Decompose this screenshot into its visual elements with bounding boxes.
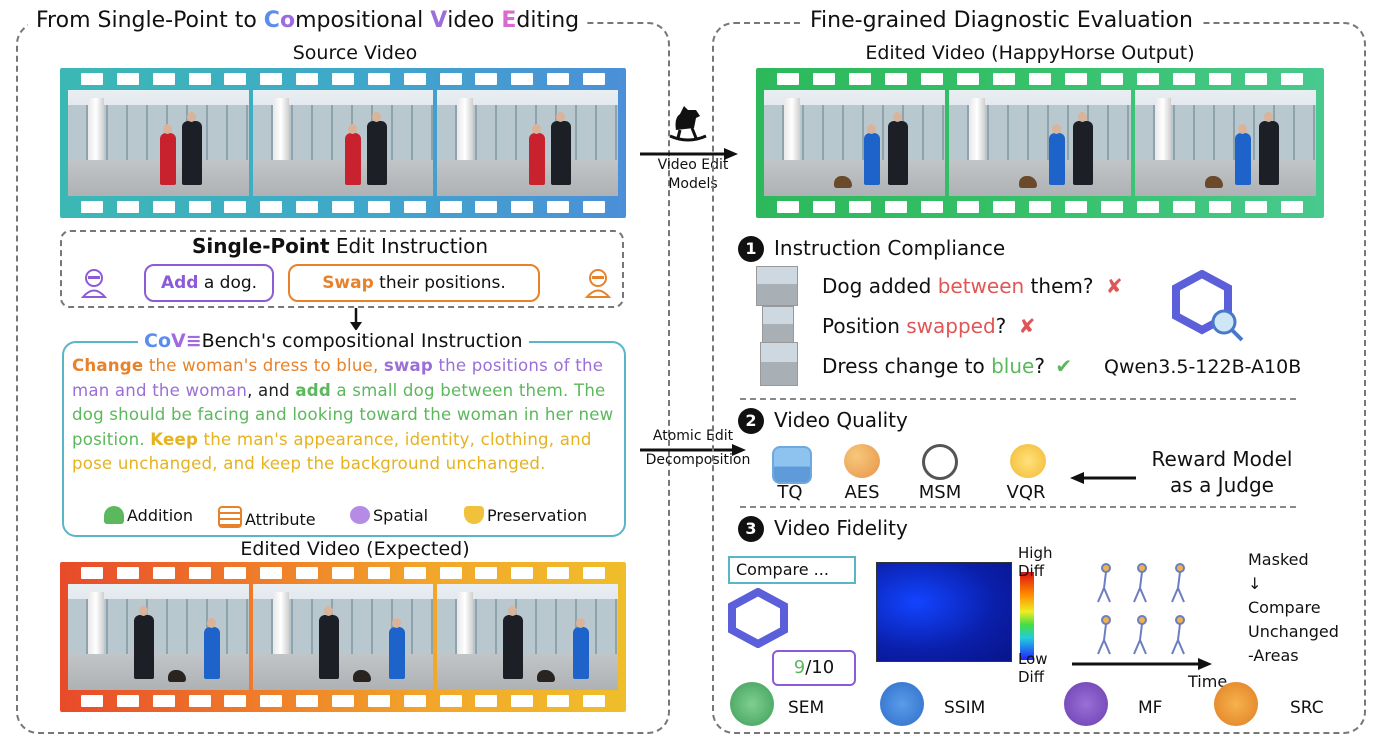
swap-positions-bubble: Swap their positions. [288,264,540,302]
covebench-logo: Co [144,330,171,352]
video-quality-title: Video Quality [774,408,908,432]
edited-video-label: Edited Video (HappyHorse Output) [865,42,1195,64]
question-thumbnail [762,306,794,346]
metric-msm: MSM [918,482,962,503]
user-avatar-icon [584,268,612,302]
time-arrow [1072,656,1214,675]
expected-video-label: Edited Video (Expected) [240,538,470,560]
cross-icon: ✘ [1105,274,1123,298]
palette-icon [844,444,880,478]
decomposition-label-bottom: Decomposition [645,452,751,468]
question-thumbnail [760,342,798,386]
brain-icon [730,682,774,726]
metric-tq: TQ [777,482,803,503]
expected-video-filmstrip [60,562,626,712]
section-3-badge: 3 [738,516,764,542]
question-dog-between: Dog added between them? ✘ [822,274,1123,298]
judge-arrow [1070,470,1136,489]
cross-icon: ✘ [1018,314,1036,338]
attribute-icon [218,506,242,528]
metric-src: SRC [1290,698,1324,718]
metric-sem: SEM [788,698,825,718]
award-badge-icon [1010,444,1046,478]
check-icon: ✔ [1055,354,1073,378]
instruction-compliance-title: Instruction Compliance [774,236,1006,260]
question-position-swapped: Position swapped? ✘ [822,314,1036,338]
right-panel-title: Fine-grained Diagnostic Evaluation [802,8,1201,34]
source-frame [437,90,619,196]
section-1-badge: 1 [738,236,764,262]
masked-compare-note: Masked ↓ Compare Unchanged -Areas [1248,550,1339,665]
section-2-badge: 2 [738,408,764,434]
down-arrow-icon [349,308,363,336]
addition-icon [104,506,124,524]
qwen-logo-icon [1172,269,1246,346]
edit-models-label: Video Edit Models [657,157,729,192]
time-label: Time [1188,672,1228,691]
compositional-instruction-text: Change the woman's dress to blue, swap t… [72,356,614,473]
metric-ssim: SSIM [944,698,986,718]
section-divider [740,506,1296,508]
decomposition-arrow [640,442,748,461]
metric-vqr: VQR [1006,482,1046,503]
shield-icon [1214,682,1258,726]
expected-frame [68,584,249,690]
legend-spatial: Spatial [350,506,428,525]
source-video-label: Source Video [292,42,418,64]
output-video-filmstrip [756,68,1324,218]
compare-box: Compare ... [728,556,856,584]
single-point-instruction-box [60,230,624,308]
reward-model-label: Reward Model as a Judge [1151,447,1293,497]
running-person-icon [1064,682,1108,726]
output-frame [1134,90,1316,196]
expected-frame [437,584,619,690]
section-divider [740,398,1296,400]
add-dog-bubble: Add a dog. [144,264,274,302]
output-frame [949,90,1131,196]
video-fidelity-title: Video Fidelity [774,516,908,540]
grid-icon [880,682,924,726]
legend-attribute: Attribute [218,506,316,529]
image-quality-icon [772,446,812,484]
stopwatch-icon [922,444,958,480]
source-frame [252,90,434,196]
user-avatar-icon [80,268,108,302]
single-point-title: Single-Point Edit Instruction [191,234,489,258]
expected-frame [252,584,434,690]
motion-skeletons [1084,558,1220,672]
heatmap-low-label: Low Diff [1018,650,1048,686]
qwen-logo-icon [726,587,792,652]
output-frame [764,90,946,196]
legend-addition: Addition [104,506,193,525]
question-dress-blue: Dress change to blue? ✔ [822,354,1073,378]
metric-mf: MF [1138,698,1163,718]
compositional-title: CoV≡Bench's compositional Instruction [138,330,529,352]
legend-preservation: Preservation [464,506,587,525]
ssim-heatmap [876,562,1012,662]
left-panel-title: From Single-Point to Compositional Video… [28,8,588,34]
source-frame [68,90,249,196]
source-video-filmstrip [60,68,626,218]
metric-aes: AES [844,482,880,503]
score-badge: 9/10 [772,650,856,686]
rocking-horse-icon [666,100,710,148]
preservation-shield-icon [464,506,484,524]
heatmap-colorbar [1020,572,1034,660]
heatmap-high-label: High Diff [1018,544,1053,580]
judge-model-label: Qwen3.5-122B-A10B [1104,356,1302,378]
question-thumbnail [756,266,798,306]
spatial-planet-icon [350,506,370,524]
